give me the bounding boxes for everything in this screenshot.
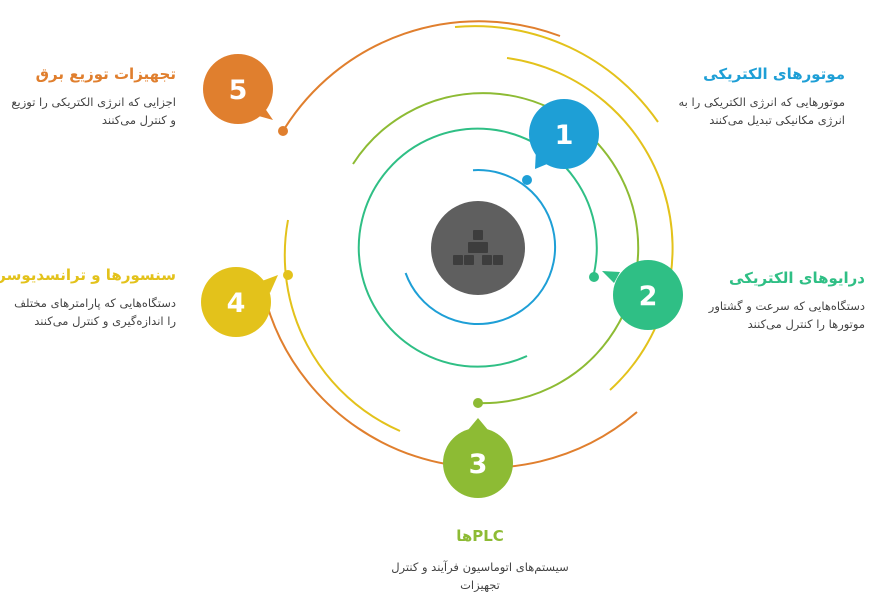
orbit-ring-4b <box>506 57 674 391</box>
marker-dot-5 <box>278 126 288 136</box>
bubble-number-3: 3 <box>469 449 488 480</box>
item-title-4: سنسورها و ترانسدیوسرها <box>0 266 176 284</box>
bubble-4: 4 <box>201 267 278 337</box>
item-title-1: موتورهای الکتریکی <box>703 65 845 83</box>
item-4: سنسورها و ترانسدیوسرها دستگاه‌هایی که پا… <box>0 265 176 330</box>
item-2: درایوهای الکتریکی دستگاه‌هایی که سرعت و … <box>700 268 865 333</box>
hierarchy-blocks-icon <box>453 230 503 265</box>
item-description-5: اجزایی که انرژی الکتریکی را توزیع و کنتر… <box>11 95 176 127</box>
item-description-4: دستگاه‌هایی که پارامترهای مختلف را انداز… <box>14 296 176 328</box>
orbit-ring-3 <box>352 92 640 405</box>
item-5: تجهیزات توزیع برق اجزایی که انرژی الکتری… <box>4 64 176 129</box>
item-title-3: PLCها <box>456 527 504 545</box>
bubble-number-1: 1 <box>555 120 574 151</box>
orbit-ring-2 <box>357 127 598 368</box>
item-description-2: دستگاه‌هایی که سرعت و گشتاور موتورها را … <box>708 299 865 331</box>
bubble-number-4: 4 <box>227 288 246 319</box>
marker-dot-1 <box>522 175 532 185</box>
item-title-2: درایوهای الکتریکی <box>729 269 865 287</box>
bubble-number-5: 5 <box>229 75 248 106</box>
bubble-5: 5 <box>203 54 273 124</box>
orbit-ring-4 <box>283 219 401 432</box>
marker-dot-4 <box>283 270 293 280</box>
orbit-ring-1 <box>404 169 557 326</box>
orbit-ring-5 <box>282 20 561 132</box>
orbit-ring-5b <box>262 289 638 469</box>
bubble-2: 2 <box>602 260 683 330</box>
item-description-1: موتورهایی که انرژی الکتریکی را به انرژی … <box>678 95 845 127</box>
bubble-number-2: 2 <box>639 281 658 312</box>
item-3: PLCها سیستم‌های اتوماسیون فرآیند و کنترل… <box>370 526 590 594</box>
bubble-3: 3 <box>443 418 513 498</box>
marker-dot-2 <box>589 272 599 282</box>
orbit-ring-extra <box>454 25 659 123</box>
item-description-3: سیستم‌های اتوماسیون فرآیند و کنترل تجهیز… <box>391 560 569 592</box>
marker-dot-3 <box>473 398 483 408</box>
bubble-1: 1 <box>529 99 599 169</box>
item-1: موتورهای الکتریکی موتورهایی که انرژی الک… <box>660 64 845 129</box>
item-title-5: تجهیزات توزیع برق <box>35 65 176 83</box>
